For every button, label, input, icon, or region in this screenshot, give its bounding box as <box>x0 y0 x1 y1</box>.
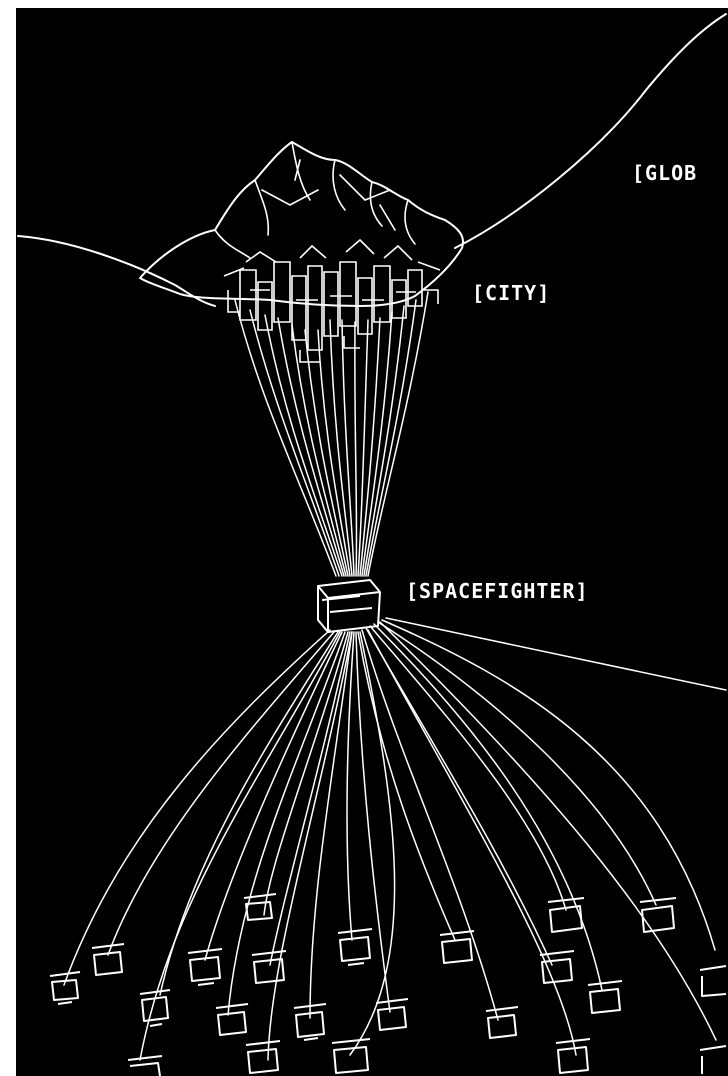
label-city: [CITY] <box>472 281 550 305</box>
left-margin <box>0 0 16 1076</box>
top-margin <box>0 0 728 8</box>
label-globe: [GLOB <box>632 161 697 185</box>
label-spacefighter: [SPACEFIGHTER] <box>406 579 589 603</box>
